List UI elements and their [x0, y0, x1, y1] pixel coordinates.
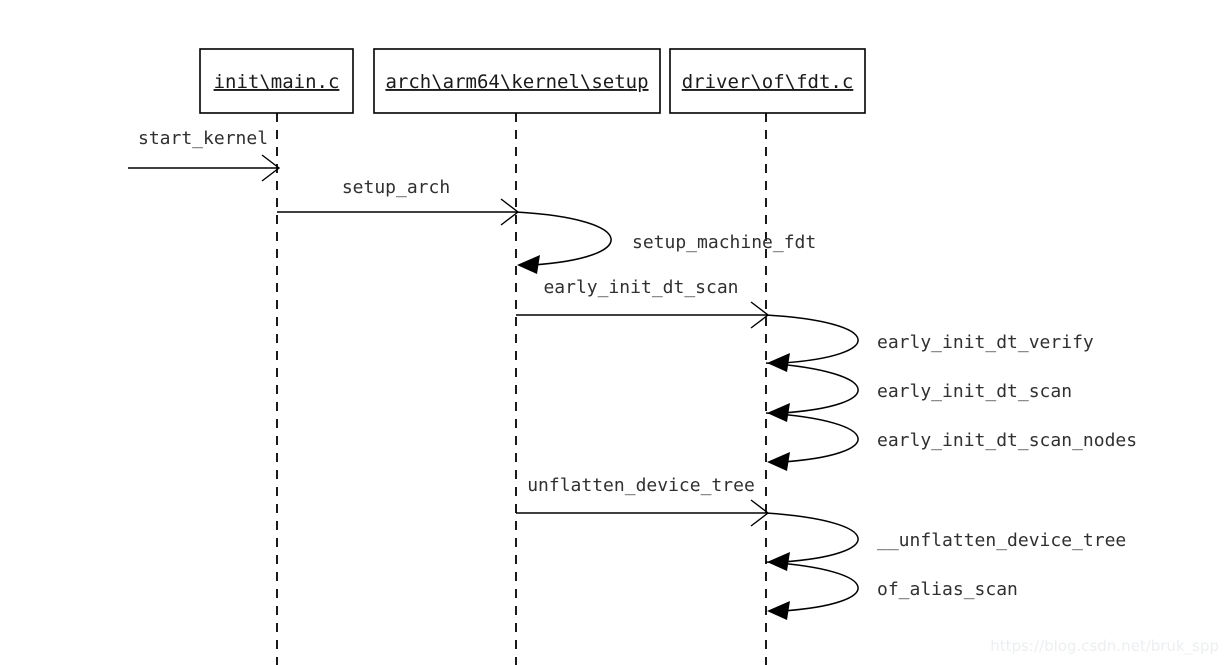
- self-call-curve: [765, 314, 859, 364]
- message-label: setup_arch: [342, 177, 450, 198]
- arrowhead-solid-icon: [767, 353, 790, 372]
- message-label: of_alias_scan: [877, 579, 1018, 600]
- participant-label: init\main.c: [214, 71, 340, 93]
- participant-arch-setup[interactable]: arch\arm64\kernel\setup: [373, 48, 661, 114]
- participant-label: driver\of\fdt.c: [682, 71, 854, 93]
- arrowhead-solid-icon: [517, 255, 540, 274]
- lifelines: [276, 113, 767, 665]
- participant-init-main[interactable]: init\main.c: [199, 48, 354, 114]
- self-call-curve: [765, 412, 859, 463]
- participant-boxes: init\main.c arch\arm64\kernel\setup driv…: [199, 48, 866, 114]
- message-setup-arch[interactable]: setup_arch: [277, 177, 520, 226]
- message-start-kernel[interactable]: start_kernel: [128, 128, 281, 182]
- participant-box[interactable]: [669, 48, 866, 114]
- message-label: early_init_dt_scan: [877, 381, 1072, 402]
- message-label: setup_machine_fdt: [632, 232, 816, 253]
- message-setup-machine-fdt[interactable]: setup_machine_fdt: [515, 211, 816, 274]
- message-label: early_init_dt_scan: [543, 277, 738, 298]
- message-underscore-unflatten-device-tree[interactable]: __unflatten_device_tree: [765, 512, 1126, 571]
- participant-box[interactable]: [199, 48, 354, 114]
- message-early-init-dt-scan-nodes[interactable]: early_init_dt_scan_nodes: [765, 412, 1137, 471]
- arrowhead-solid-icon: [767, 601, 790, 620]
- arrowhead-solid-icon: [767, 452, 790, 471]
- self-call-curve: [765, 561, 859, 612]
- arrowhead-solid-icon: [767, 403, 790, 422]
- message-label: __unflatten_device_tree: [877, 530, 1126, 551]
- message-label: early_init_dt_scan_nodes: [877, 430, 1137, 451]
- message-label: unflatten_device_tree: [527, 475, 755, 496]
- arrowhead-open-icon: [261, 154, 281, 182]
- self-call-curve: [765, 362, 859, 414]
- self-call-curve: [515, 211, 612, 266]
- message-early-init-dt-scan-self[interactable]: early_init_dt_scan: [765, 362, 1072, 422]
- participant-label: arch\arm64\kernel\setup: [385, 71, 648, 93]
- watermark: https://blog.csdn.net/bruk_spp: [990, 637, 1219, 656]
- participant-driver-fdt[interactable]: driver\of\fdt.c: [669, 48, 866, 114]
- message-label: early_init_dt_verify: [877, 332, 1094, 353]
- message-early-init-dt-verify[interactable]: early_init_dt_verify: [765, 314, 1094, 372]
- self-call-curve: [765, 512, 859, 563]
- participant-box[interactable]: [373, 48, 661, 114]
- message-unflatten-device-tree-call[interactable]: unflatten_device_tree: [516, 475, 770, 527]
- message-of-alias-scan[interactable]: of_alias_scan: [765, 561, 1018, 620]
- arrowhead-solid-icon: [767, 552, 790, 571]
- message-label: start_kernel: [138, 128, 268, 149]
- message-early-init-dt-scan-call[interactable]: early_init_dt_scan: [516, 277, 770, 329]
